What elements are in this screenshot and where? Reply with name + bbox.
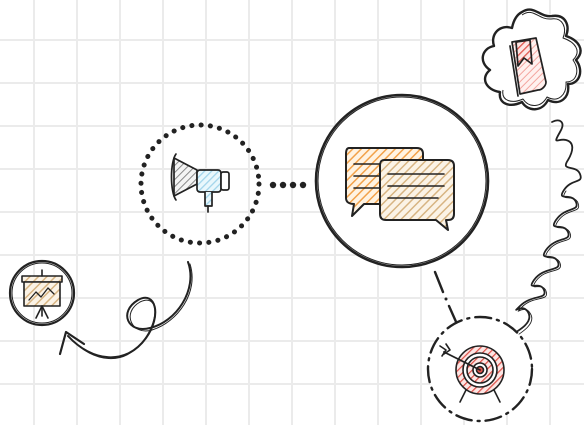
node-chat: [316, 95, 488, 267]
connector-chat-to-target: [435, 272, 457, 324]
connector-target-to-bookmark: [508, 120, 581, 340]
connector-megaphone-to-presentation: [68, 262, 192, 359]
arrowhead-icon: [60, 332, 84, 354]
connector-megaphone-to-chat: [270, 182, 306, 188]
node-megaphone: [141, 125, 259, 243]
node-presentation: [10, 261, 74, 325]
node-target: [428, 317, 532, 421]
megaphone-icon: [172, 154, 230, 212]
presentation-board-icon: [22, 270, 62, 318]
node-bookmark: [483, 10, 581, 110]
